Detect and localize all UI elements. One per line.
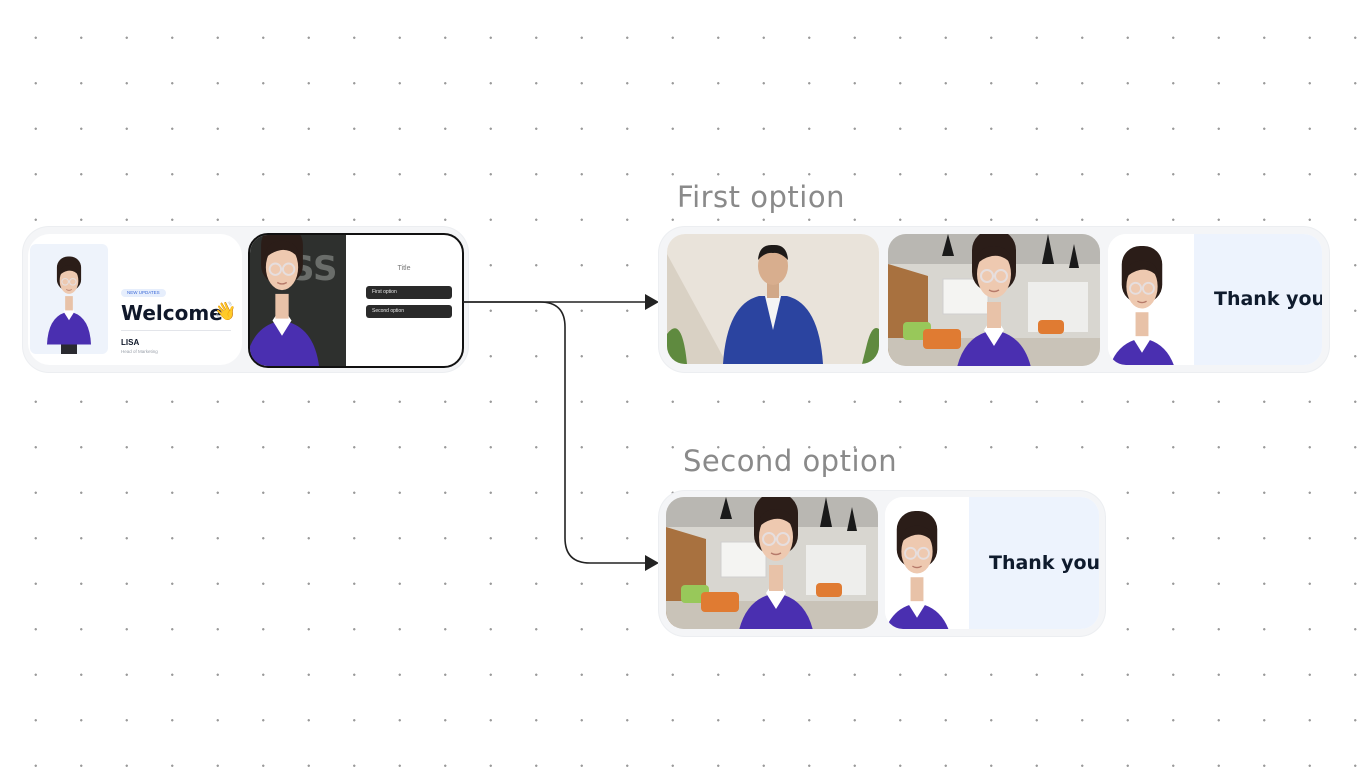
first-option-thank-you-card[interactable]: Thank you bbox=[1108, 234, 1322, 365]
presenter-panel bbox=[1108, 234, 1194, 365]
presenter-figure bbox=[667, 234, 879, 364]
first-option-scene-man[interactable] bbox=[667, 234, 879, 364]
branch-label-first: First option bbox=[677, 180, 845, 214]
arrowhead-second bbox=[645, 555, 659, 571]
thank-you-text: Thank you bbox=[989, 552, 1099, 574]
presenter-figure bbox=[885, 497, 969, 629]
second-option-scene-office[interactable] bbox=[666, 497, 878, 629]
thank-you-text: Thank you bbox=[1214, 288, 1322, 310]
presenter-figure bbox=[666, 497, 878, 629]
arrowhead-first bbox=[645, 294, 659, 310]
connector-second-option bbox=[463, 302, 645, 563]
presenter-panel bbox=[885, 497, 969, 629]
presenter-figure bbox=[1108, 234, 1194, 365]
branch-label-second: Second option bbox=[683, 444, 897, 478]
presenter-figure bbox=[888, 234, 1100, 366]
first-option-scene-office[interactable] bbox=[888, 234, 1100, 366]
second-option-thank-you-card[interactable]: Thank you bbox=[885, 497, 1099, 629]
